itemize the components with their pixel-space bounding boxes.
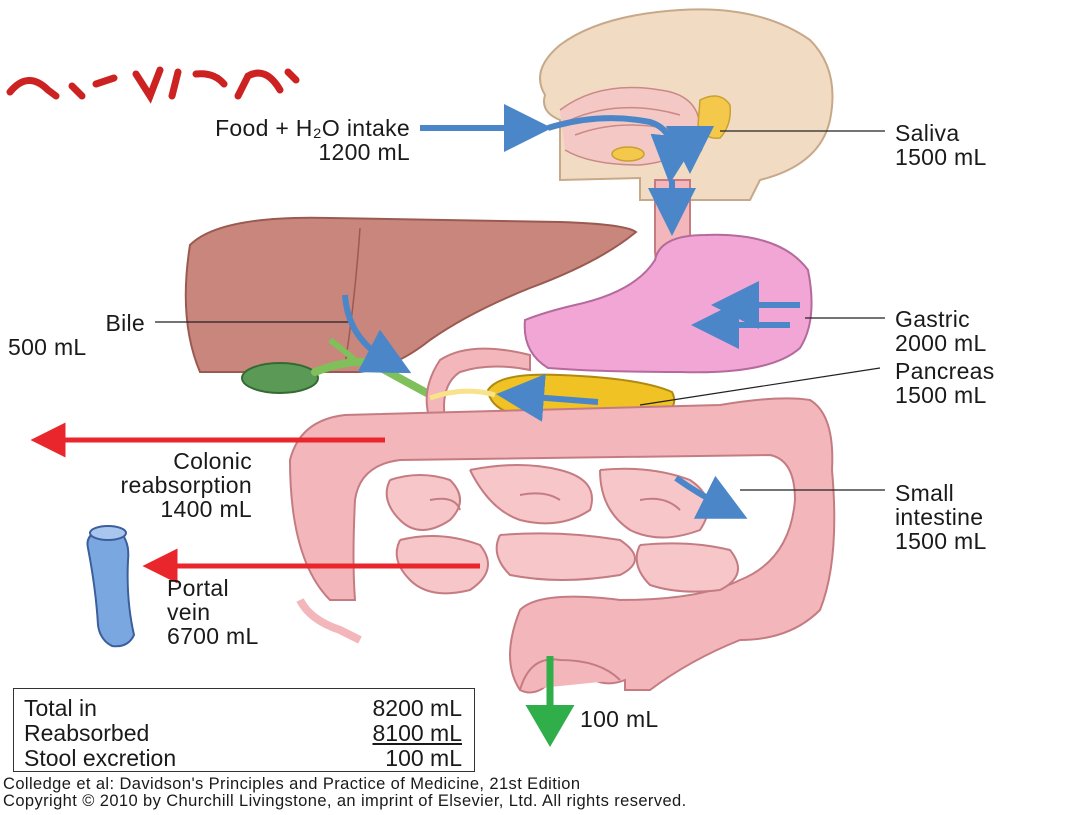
pancreas-volume: 1500 mL bbox=[895, 382, 987, 408]
saliva-label: Saliva bbox=[895, 120, 960, 146]
portal-vein-label-line2: vein bbox=[167, 599, 211, 625]
summary-value: 8100 mL bbox=[372, 720, 462, 746]
pancreas-label: Pancreas bbox=[895, 358, 995, 384]
title-fragment bbox=[6, 66, 300, 104]
portal-vein-label-line1: Portal bbox=[167, 575, 229, 601]
leader-lines bbox=[155, 130, 885, 491]
colonic-label-line1: Colonic bbox=[173, 448, 252, 474]
summary-label: Reabsorbed bbox=[24, 720, 150, 746]
stool-volume: 100 mL bbox=[580, 706, 659, 732]
portal-vein-volume: 6700 mL bbox=[167, 623, 259, 649]
summary-label: Stool excretion bbox=[24, 745, 177, 771]
credits-citation: Colledge et al: Davidson's Principles an… bbox=[3, 775, 581, 793]
credits-copyright: Copyright © 2010 by Churchill Livingston… bbox=[3, 792, 687, 810]
small-intestine-label-line1: Small bbox=[895, 480, 955, 506]
bile-label: Bile bbox=[105, 310, 145, 336]
saliva-volume: 1500 mL bbox=[895, 144, 987, 170]
secretion-arrows bbox=[342, 104, 800, 519]
stomach bbox=[523, 233, 813, 374]
credits: Colledge et al: Davidson's Principles an… bbox=[3, 776, 687, 810]
summary-row-total-in: Total in 8200 mL bbox=[24, 695, 464, 721]
summary-label: Total in bbox=[24, 695, 97, 721]
gastric-volume: 2000 mL bbox=[895, 330, 987, 356]
colonic-label-line2: reabsorption bbox=[120, 472, 252, 498]
bile-volume: 500 mL bbox=[8, 334, 87, 360]
intake-volume: 1200 mL bbox=[318, 139, 410, 165]
summary-row-reabsorbed: Reabsorbed 8100 mL bbox=[24, 720, 464, 746]
fluid-balance-summary: Total in 8200 mL Reabsorbed 8100 mL Stoo… bbox=[13, 688, 475, 772]
large-intestine bbox=[288, 397, 836, 694]
small-intestine-volume: 1500 mL bbox=[895, 528, 987, 554]
gastric-label: Gastric bbox=[895, 306, 970, 332]
reabsorption-arrows bbox=[30, 422, 480, 584]
portal-vein bbox=[86, 529, 136, 648]
intake-label: Food + H₂O intake bbox=[215, 115, 410, 141]
gallbladder bbox=[241, 362, 319, 394]
colonic-volume: 1400 mL bbox=[160, 496, 252, 522]
summary-value: 8200 mL bbox=[372, 695, 462, 721]
summary-row-stool-excretion: Stool excretion 100 mL bbox=[24, 745, 464, 771]
summary-value: 100 mL bbox=[385, 745, 462, 771]
head-illustration bbox=[539, 8, 834, 201]
small-intestine-label-line2: intestine bbox=[895, 504, 984, 530]
